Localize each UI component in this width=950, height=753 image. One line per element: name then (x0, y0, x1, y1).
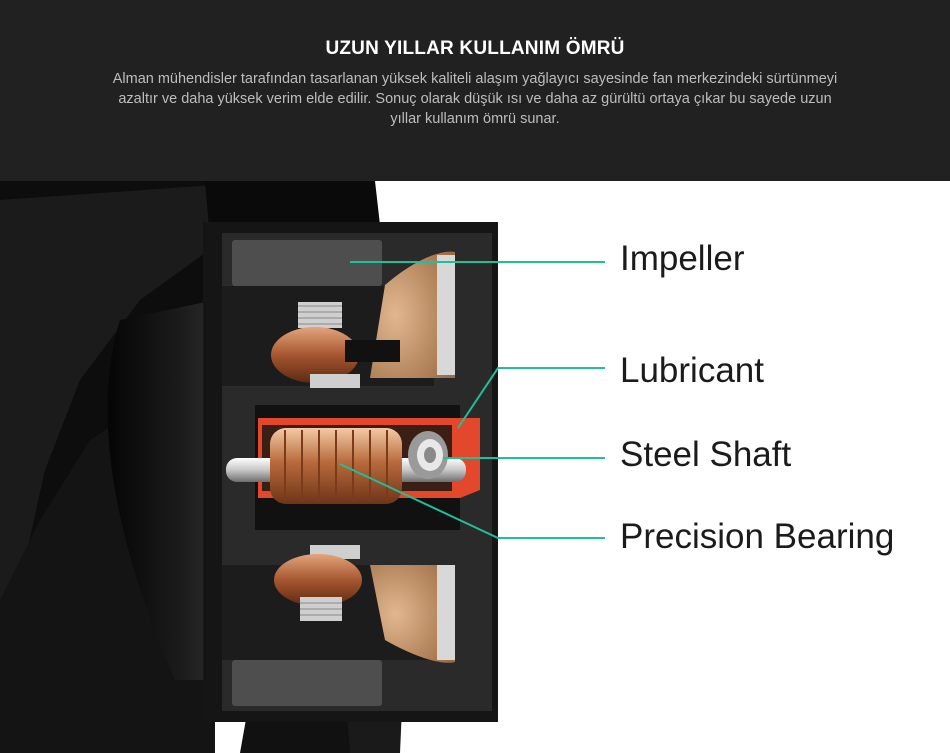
lubricant-leader-line (457, 367, 605, 429)
stator-coil-bottom (274, 545, 362, 621)
callout-impeller: Impeller (620, 239, 745, 278)
page-header: UZUN YILLAR KULLANIM ÖMRÜ Alman mühendis… (0, 0, 950, 181)
section-description: Alman mühendisler tarafından tasarlanan … (112, 71, 838, 127)
precision-bearing-leader-line (339, 463, 605, 539)
callout-precision-bearing: Precision Bearing (620, 517, 895, 556)
precision-bearing (270, 428, 402, 504)
callout-lubricant: Lubricant (620, 351, 764, 390)
fan-cross-section-illustration (0, 181, 605, 753)
stator-coil-top (271, 302, 400, 388)
section-title: UZUN YILLAR KULLANIM ÖMRÜ (325, 38, 625, 59)
callout-leader-lines (339, 261, 605, 539)
callout-steel-shaft: Steel Shaft (620, 435, 792, 474)
impeller-magnets (232, 240, 382, 706)
